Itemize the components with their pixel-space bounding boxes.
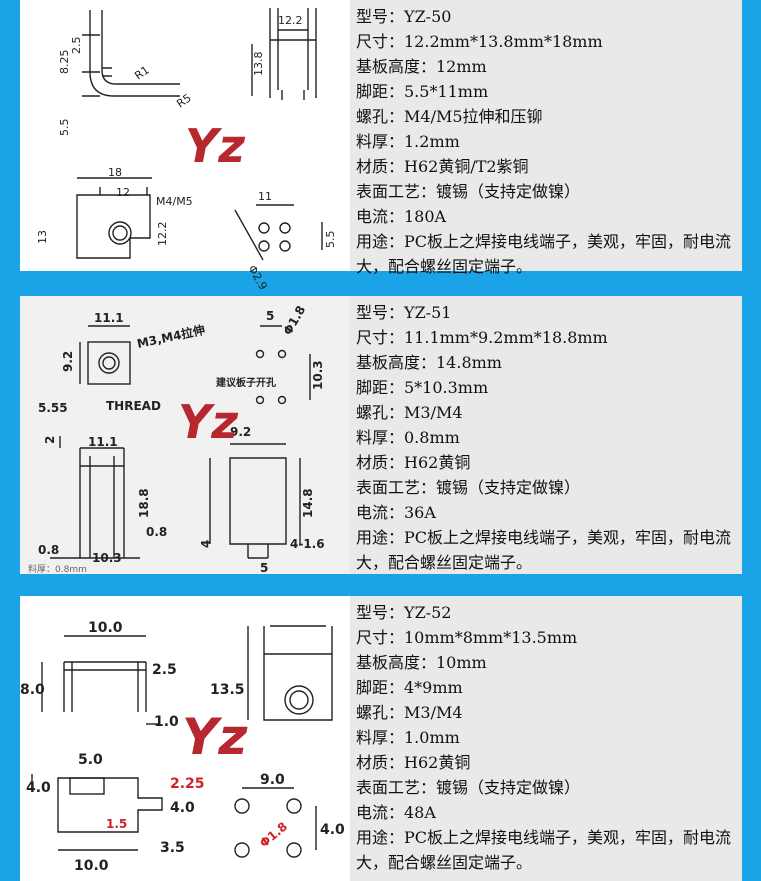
dim-label: 5	[260, 561, 268, 575]
dim-label: M4/M5	[156, 195, 193, 208]
dim-label-red: 2.25	[170, 776, 205, 792]
dim-label: 10.3	[92, 551, 122, 565]
spec-hole: 螺孔：M4/M5拉伸和压铆	[356, 107, 543, 126]
dim-label: 4.0	[26, 780, 51, 796]
spec-current: 电流：36A	[356, 503, 436, 522]
dim-label: 12	[116, 186, 130, 199]
dim-label: 2.5	[70, 37, 83, 55]
drawing-svg-yz51: 11.1 M3,M4拉伸 5 Φ1.8 9.2 10.3 建议板子开孔 5.55…	[20, 296, 350, 575]
dim-label: 10.0	[74, 858, 109, 874]
dim-label: 18.8	[137, 488, 151, 518]
spec-material: 材质：H62黄铜	[356, 753, 471, 772]
spec-material: 材质：H62黄铜	[356, 453, 471, 472]
spec-usage: 用途：PC板上之焊接电线端子，美观，牢固，耐电流大，配合螺丝固定端子。	[356, 528, 732, 572]
dim-label: 18	[108, 166, 122, 179]
spec-list-yz51: 型号：YZ-51 尺寸：11.1mm*9.2mm*18.8mm 基板高度：14.…	[350, 296, 742, 574]
dim-label: 4	[199, 540, 213, 548]
spec-list-yz52: 型号：YZ-52 尺寸：10mm*8mm*13.5mm 基板高度：10mm 脚距…	[350, 596, 742, 881]
dim-label: 14.8	[301, 488, 315, 518]
product-panel-yz51: 11.1 M3,M4拉伸 5 Φ1.8 9.2 10.3 建议板子开孔 5.55…	[20, 296, 742, 575]
product-panel-yz50: 12.2 2.5 8.25 13.8 R1 R5 5.5 18 12 M4/M5…	[20, 0, 742, 292]
technical-drawing-yz50: 12.2 2.5 8.25 13.8 R1 R5 5.5 18 12 M4/M5…	[20, 0, 350, 292]
spec-size: 尺寸：11.1mm*9.2mm*18.8mm	[356, 328, 608, 347]
spec-thickness: 料厚：1.0mm	[356, 728, 460, 747]
spec-usage: 用途：PC板上之焊接电线端子，美观，牢固，耐电流大，配合螺丝固定端子。	[356, 232, 732, 276]
dim-label: 8.25	[58, 50, 71, 75]
dim-label: 5.0	[78, 752, 103, 768]
spec-current: 电流：48A	[356, 803, 436, 822]
dim-label: 建议板子开孔	[215, 376, 276, 389]
spec-list-yz50: 型号：YZ-50 尺寸：12.2mm*13.8mm*18mm 基板高度：12mm…	[350, 0, 742, 276]
dim-label: 1.0	[154, 714, 179, 730]
spec-model: 型号：YZ-51	[356, 303, 452, 322]
spec-model: 型号：YZ-52	[356, 603, 452, 622]
spec-hole: 螺孔：M3/M4	[356, 703, 463, 722]
dim-label: 4.0	[170, 800, 195, 816]
dim-label: 10.3	[311, 360, 325, 390]
spec-thickness: 料厚：0.8mm	[356, 428, 460, 447]
dim-label: 料厚：0.8mm	[28, 563, 87, 575]
technical-drawing-yz52: 10.0 8.0 2.5 1.0 13.5 5.0 4.0 2.25 4.0 1…	[20, 596, 350, 881]
dim-label: 4-1.6	[290, 537, 325, 551]
spec-base-height: 基板高度：12mm	[356, 57, 487, 76]
dim-label-red: 1.5	[106, 817, 127, 831]
dim-label: 13	[36, 230, 49, 244]
dim-label: 9.2	[230, 425, 251, 439]
dim-label: 9.2	[61, 351, 75, 372]
dim-label: 12.2	[278, 14, 303, 27]
spec-pitch: 脚距：4*9mm	[356, 678, 463, 697]
dim-label: Φ2.9	[245, 263, 269, 292]
dim-label: 5	[266, 309, 274, 323]
spec-pitch: 脚距：5.5*11mm	[356, 82, 489, 101]
dim-label: 5.5	[324, 231, 337, 249]
dim-label: 13.8	[252, 52, 265, 77]
spec-finish: 表面工艺：镀锡（支持定做镍）	[356, 478, 581, 497]
spec-thickness: 料厚：1.2mm	[356, 132, 460, 151]
dim-label: 13.5	[210, 682, 245, 698]
dim-label: 11	[258, 190, 272, 203]
spec-model: 型号：YZ-50	[356, 7, 452, 26]
spec-finish: 表面工艺：镀锡（支持定做镍）	[356, 778, 581, 797]
dim-label: 4.0	[320, 822, 345, 838]
product-panel-yz52: 10.0 8.0 2.5 1.0 13.5 5.0 4.0 2.25 4.0 1…	[20, 596, 742, 881]
dim-label: 2	[43, 436, 57, 444]
dim-label: THREAD	[106, 399, 161, 413]
spec-base-height: 基板高度：14.8mm	[356, 353, 502, 372]
dim-label: 11.1	[88, 435, 118, 449]
brand-logo: Yz	[182, 708, 248, 766]
spec-hole: 螺孔：M3/M4	[356, 403, 463, 422]
spec-pitch: 脚距：5*10.3mm	[356, 378, 489, 397]
drawing-svg-yz52: 10.0 8.0 2.5 1.0 13.5 5.0 4.0 2.25 4.0 1…	[20, 620, 345, 874]
brand-logo: Yz	[178, 395, 238, 449]
dim-label: R1	[132, 63, 151, 82]
dim-label: 5.55	[38, 401, 68, 415]
technical-drawing-yz51: 11.1 M3,M4拉伸 5 Φ1.8 9.2 10.3 建议板子开孔 5.55…	[20, 296, 350, 575]
spec-current: 电流：180A	[356, 207, 447, 226]
dim-label: 11.1	[94, 311, 124, 325]
spec-finish: 表面工艺：镀锡（支持定做镍）	[356, 182, 581, 201]
dim-label: R5	[174, 91, 193, 110]
spec-material: 材质：H62黄铜/T2紫铜	[356, 157, 529, 176]
spec-size: 尺寸：10mm*8mm*13.5mm	[356, 628, 578, 647]
dim-label: 12.2	[156, 222, 169, 247]
drawing-svg-yz50: 12.2 2.5 8.25 13.8 R1 R5 5.5 18 12 M4/M5…	[36, 8, 337, 292]
spec-size: 尺寸：12.2mm*13.8mm*18mm	[356, 32, 603, 51]
dim-label: 0.8	[38, 543, 59, 557]
dim-label: 8.0	[20, 682, 45, 698]
brand-logo: Yz	[185, 119, 245, 173]
dim-label: 10.0	[88, 620, 123, 636]
dim-label: 2.5	[152, 662, 177, 678]
dim-label: 0.8	[146, 525, 167, 539]
dim-label-red: Φ1.8	[257, 819, 290, 850]
spec-usage: 用途：PC板上之焊接电线端子，美观，牢固，耐电流大，配合螺丝固定端子。	[356, 828, 732, 872]
dim-label: 5.5	[58, 119, 71, 137]
dim-label: 9.0	[260, 772, 285, 788]
spec-base-height: 基板高度：10mm	[356, 653, 487, 672]
dim-label: 3.5	[160, 840, 185, 856]
